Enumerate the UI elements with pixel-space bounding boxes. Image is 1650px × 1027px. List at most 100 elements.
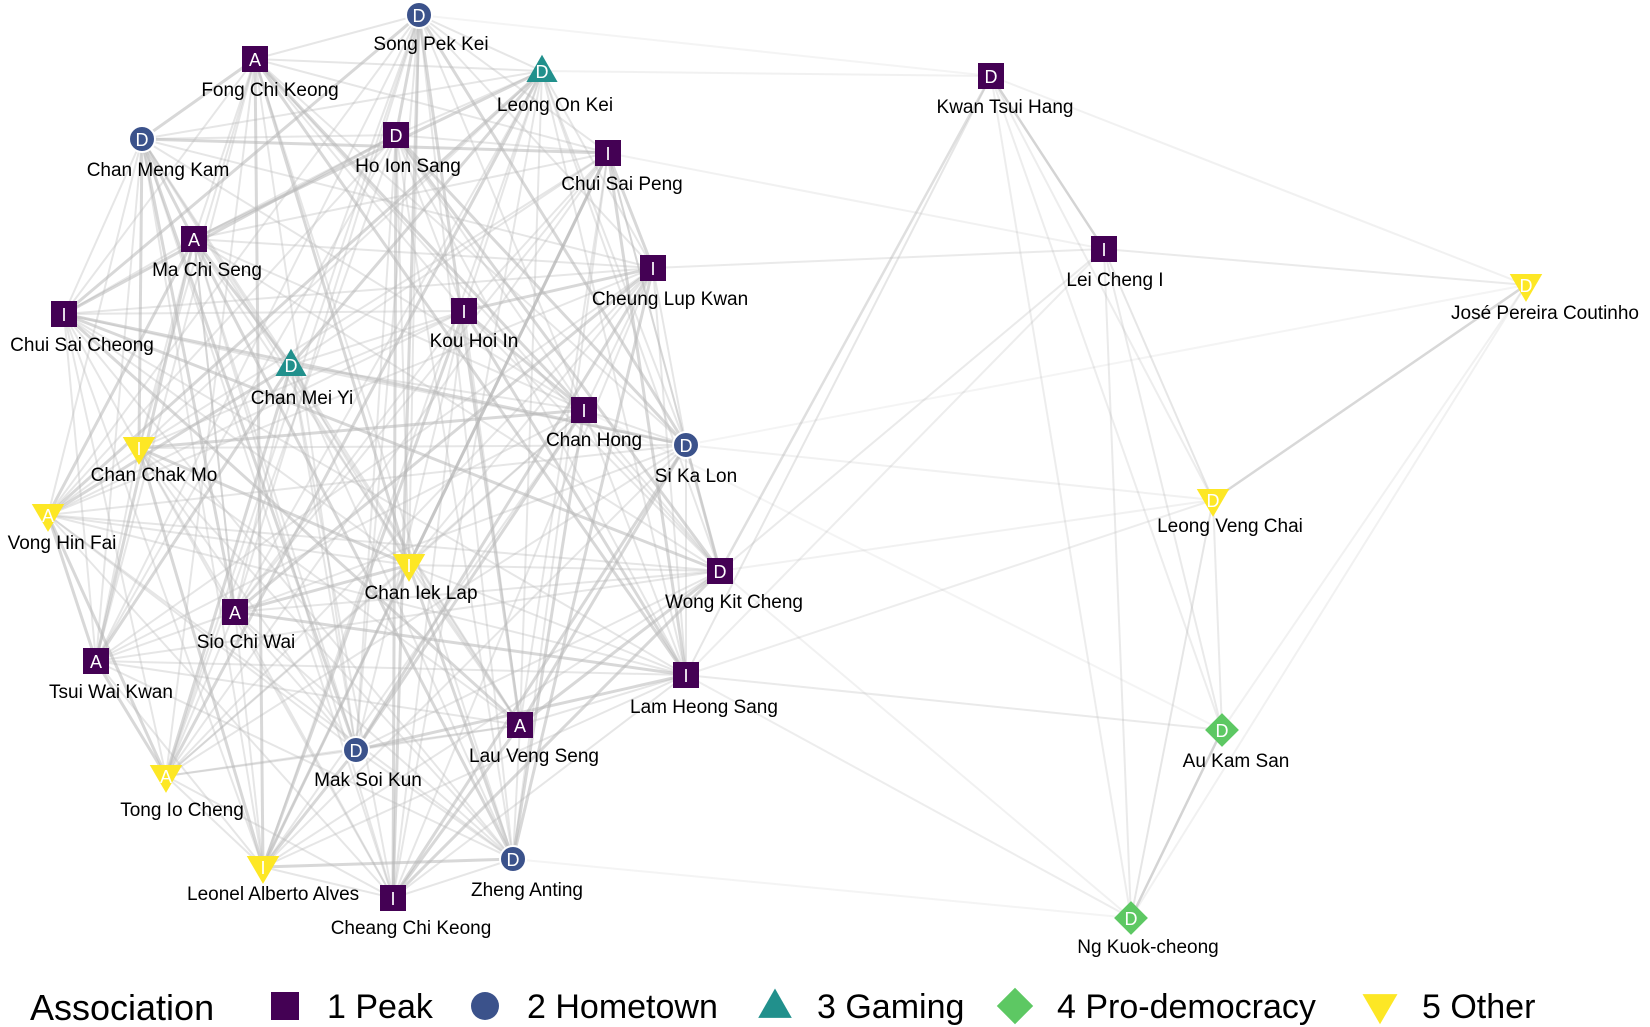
edge (46, 238, 196, 516)
edge (719, 499, 1214, 572)
edge (685, 75, 992, 676)
edge (463, 70, 543, 312)
edge (254, 58, 357, 751)
node-label: Ng Kuok-cheong (1077, 937, 1219, 958)
edge (63, 267, 654, 315)
edge (418, 14, 543, 72)
edge (512, 858, 1132, 919)
edge (63, 133, 397, 316)
edge (234, 364, 292, 613)
node-type-letter: D (390, 126, 403, 146)
edge (685, 674, 1223, 731)
node-label: Wong Kit Cheng (665, 592, 803, 613)
node-type-letter: D (680, 436, 693, 456)
edge (290, 364, 521, 726)
node-type-letter: A (90, 652, 102, 672)
edge (511, 409, 586, 860)
edge (137, 138, 144, 449)
edge (63, 310, 465, 315)
edge (1103, 248, 1223, 731)
edge (234, 570, 721, 613)
node-marker (83, 648, 109, 674)
edge (1130, 284, 1527, 919)
edge (463, 152, 609, 312)
edge (685, 674, 1132, 919)
node-type-letter: I (136, 439, 141, 459)
edge (719, 248, 1105, 572)
edge (95, 570, 721, 662)
edge (138, 447, 394, 899)
node-marker (672, 431, 700, 459)
edge (63, 313, 264, 868)
edge (354, 409, 586, 751)
edge (290, 14, 420, 366)
node-label: Chui Sai Cheong (10, 335, 154, 356)
edge (193, 238, 654, 269)
edge (165, 14, 420, 777)
edge (408, 409, 585, 566)
edge (990, 75, 1223, 731)
edge (262, 564, 410, 868)
edge (607, 152, 1105, 250)
node-marker (181, 226, 207, 252)
edge (140, 138, 237, 613)
edge (290, 364, 585, 411)
node-label: Fong Chi Keong (201, 80, 338, 101)
edge (254, 58, 514, 860)
edge (685, 284, 1527, 446)
node-type-letter: I (650, 259, 655, 279)
node-label: Ho Ion Sang (355, 156, 461, 177)
node-label: Leong On Kei (497, 95, 613, 116)
node-marker (222, 599, 248, 625)
edge (94, 364, 293, 662)
edge (541, 70, 654, 269)
edge (46, 514, 168, 777)
node-marker (405, 1, 433, 29)
edge (63, 13, 420, 316)
edge (1130, 499, 1214, 919)
edge (138, 152, 609, 449)
node-label: Tong Io Cheng (120, 800, 244, 821)
edge (392, 267, 654, 899)
edge (141, 70, 543, 140)
edge (1212, 499, 1223, 731)
edge (261, 310, 466, 868)
edge (253, 58, 688, 676)
edge (95, 611, 236, 662)
edge (138, 446, 410, 567)
edge (990, 75, 1214, 501)
node-type-letter: D (536, 62, 549, 82)
edge (583, 409, 1223, 731)
edge (583, 267, 654, 411)
edge (165, 749, 357, 777)
node-label: Lau Veng Seng (469, 746, 599, 767)
edge (141, 138, 394, 899)
edge (47, 14, 420, 516)
node-aukam: DAu Kam San (1183, 713, 1290, 772)
node-label: Au Kam San (1183, 751, 1290, 772)
node-type-letter: I (605, 144, 610, 164)
edge (47, 134, 397, 516)
edge (95, 447, 140, 662)
node-marker (1114, 901, 1148, 935)
edge (408, 564, 721, 572)
node-marker (128, 125, 156, 153)
edge (234, 444, 687, 613)
edge (354, 267, 655, 751)
edge (193, 152, 609, 240)
edge (234, 611, 357, 751)
edge (719, 570, 1132, 919)
edge (718, 75, 993, 572)
node-hoion: D Ho Ion Sang (355, 122, 461, 177)
edge (685, 499, 1214, 676)
edge (989, 75, 1106, 250)
edge (519, 70, 543, 726)
edge (541, 70, 721, 572)
